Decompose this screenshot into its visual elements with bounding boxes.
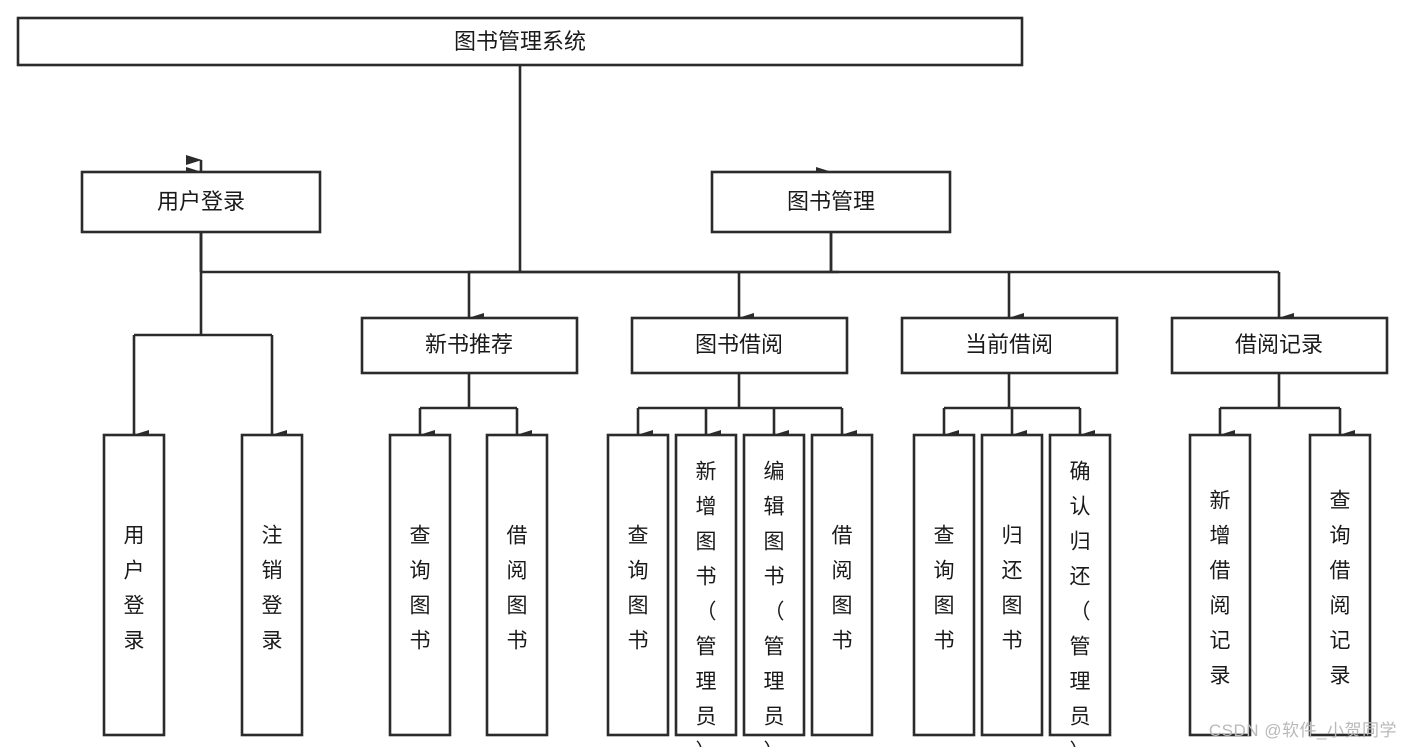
leaf-node-label: 查询借阅记录 — [1330, 489, 1351, 687]
leaf-node[interactable]: 新增图书（管理员） — [674, 433, 738, 747]
leaf-node-label: 查询图书 — [410, 524, 431, 652]
connector-layer — [132, 65, 1355, 440]
leaf-node[interactable]: 借阅图书 — [810, 433, 874, 737]
node-borrow-record-box[interactable] — [1170, 316, 1389, 375]
leaf-node-label: 借阅图书 — [832, 524, 853, 652]
leaf-node-box[interactable] — [912, 433, 976, 737]
leaf-node-box[interactable] — [102, 433, 166, 737]
node-book-manage[interactable]: 图书管理 — [710, 170, 952, 234]
node-book-borrow[interactable]: 图书借阅 — [630, 316, 849, 375]
leaf-node-label: 归还图书 — [1002, 524, 1023, 652]
leaf-node-box[interactable] — [674, 433, 738, 737]
node-new-book-recommend[interactable]: 新书推荐 — [360, 316, 579, 375]
leaf-node-label: 查询图书 — [934, 524, 955, 652]
node-book-borrow-label: 图书借阅 — [695, 332, 783, 357]
leaf-node[interactable]: 编辑图书（管理员） — [742, 433, 806, 747]
leaf-node[interactable]: 查询图书 — [606, 433, 670, 737]
node-book-manage-label: 图书管理 — [787, 189, 875, 214]
node-user-login-label: 用户登录 — [157, 189, 245, 214]
node-borrow-record[interactable]: 借阅记录 — [1170, 316, 1389, 375]
node-book-borrow-box[interactable] — [630, 316, 849, 375]
leaf-node[interactable]: 查询图书 — [388, 433, 452, 737]
leaf-node[interactable]: 查询借阅记录 — [1308, 433, 1372, 737]
node-user-login[interactable]: 用户登录 — [80, 170, 322, 234]
leaf-node-label: 借阅图书 — [507, 524, 528, 652]
leaf-node-label: 用户登录 — [124, 524, 145, 652]
node-current-borrow-box[interactable] — [900, 316, 1119, 375]
node-new-book-recommend-label: 新书推荐 — [425, 332, 513, 357]
leaf-node[interactable]: 借阅图书 — [485, 433, 549, 737]
leaf-node-box[interactable] — [742, 433, 806, 737]
leaf-node-box[interactable] — [1308, 433, 1372, 737]
leaf-node-label: 注销登录 — [262, 524, 283, 652]
node-root[interactable]: 图书管理系统 — [16, 16, 1024, 67]
node-book-manage-box[interactable] — [710, 170, 952, 234]
leaf-node-box[interactable] — [606, 433, 670, 737]
leaf-node-box[interactable] — [810, 433, 874, 737]
node-root-box[interactable] — [16, 16, 1024, 67]
leaf-node-box[interactable] — [1048, 433, 1112, 737]
leaf-node-label: 新增借阅记录 — [1210, 489, 1231, 687]
node-current-borrow[interactable]: 当前借阅 — [900, 316, 1119, 375]
leaf-node-label: 确认归还（管理员） — [1070, 460, 1091, 747]
leaf-node[interactable]: 归还图书 — [980, 433, 1044, 737]
leaf-node[interactable]: 用户登录 — [102, 433, 166, 737]
leaf-node-box[interactable] — [388, 433, 452, 737]
leaf-node-label: 新增图书（管理员） — [696, 460, 717, 747]
leaf-node-layer: 用户登录 注销登录 查询图书 借阅图书 查询图书 新增图书（管理员） 编辑图书（管理员） 借阅… — [102, 433, 1372, 747]
leaf-node-label: 查询图书 — [628, 524, 649, 652]
leaf-node-box[interactable] — [485, 433, 549, 737]
node-user-login-box[interactable] — [80, 170, 322, 234]
leaf-node-box[interactable] — [240, 433, 304, 737]
node-borrow-record-label: 借阅记录 — [1235, 332, 1323, 357]
node-current-borrow-label: 当前借阅 — [965, 332, 1053, 357]
leaf-node-label: 编辑图书（管理员） — [764, 460, 785, 747]
leaf-node[interactable]: 确认归还（管理员） — [1048, 433, 1112, 747]
node-new-book-recommend-box[interactable] — [360, 316, 579, 375]
leaf-node[interactable]: 查询图书 — [912, 433, 976, 737]
node-root-label: 图书管理系统 — [454, 29, 586, 54]
leaf-node[interactable]: 新增借阅记录 — [1188, 433, 1252, 737]
leaf-node-box[interactable] — [980, 433, 1044, 737]
leaf-node-box[interactable] — [1188, 433, 1252, 737]
leaf-node[interactable]: 注销登录 — [240, 433, 304, 737]
